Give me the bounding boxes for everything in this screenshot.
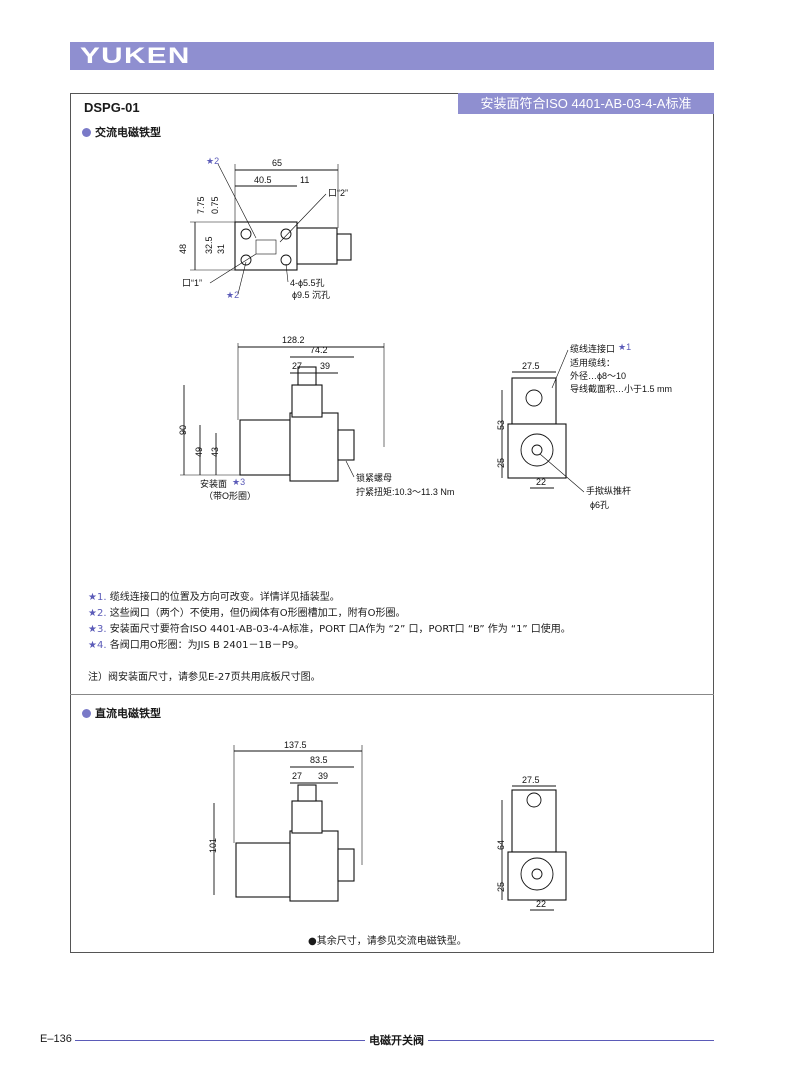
dim-74-2: 74.2 [310,345,328,355]
model-title: DSPG-01 [84,100,140,115]
dim-27-5: 27.5 [522,361,540,371]
dc-note: ●其余尺寸，请参见交流电磁铁型。 [308,936,467,947]
note-3-star: ★3. [88,624,107,635]
header-bar [70,42,714,70]
bullet-icon [82,708,91,718]
section-divider [70,694,714,695]
dim-128-2: 128.2 [282,335,305,345]
bullet-icon [82,127,91,137]
dim-48: 48 [178,244,188,254]
dim-27: 27 [292,361,302,371]
dim-65: 65 [272,158,282,168]
torque-label: 拧紧扭矩:10.3～11.3 Nm [356,486,454,497]
dim-32-5: 32.5 [204,236,214,254]
cable-spec3: 导线截面积…小于1.5 mm [570,383,672,394]
dc-dim-22: 22 [536,899,546,909]
dim-101: 101 [208,838,218,853]
dim-43: 43 [210,447,220,457]
dc-dim-25: 25 [496,882,506,892]
ac-end-drawing: 27.5 53 25 22 缆线连接口 ★1 适用缆线： 外径…ϕ8～10 导线… [496,342,672,510]
hole-label: 4-ϕ5.5孔 [290,278,325,288]
dim-49: 49 [194,447,204,457]
port1-label: 口“1” [182,278,202,288]
remark-text: 注）阀安装面尺寸，请参见E-27页共用底板尺寸图。 [88,672,321,683]
star2-bottom-label: ★2 [226,290,239,300]
dim-64: 64 [496,840,506,850]
ac-end-body [507,423,567,479]
dc-side-drawing: 137.5 83.5 27 39 101 [208,740,363,902]
cable-port-star: ★1 [618,342,631,352]
dim-39: 39 [320,361,330,371]
top-view-connector [296,227,338,265]
cable-port-label: 缆线连接口 [570,343,615,354]
section-ac-heading: 交流电磁铁型 [82,124,161,140]
ac-end-connector [511,377,557,425]
dim-40-5: 40.5 [254,175,272,185]
dc-end-connector [511,789,557,853]
dim-137-5: 137.5 [284,740,307,750]
dim-0-75: 0.75 [210,196,220,214]
nut-label: 锁紧螺母 [356,472,392,483]
note-2-text: 这些阀口（两个）不使用，但仍阀体有O形圈槽加工，附有O形圈。 [109,608,406,619]
star2-top-label: ★2 [206,156,219,166]
cable-spec1: 适用缆线： [570,357,615,368]
note-4: ★4. 各阀口用O形圈：为JIS B 2401－1B－P9。 [88,636,304,651]
port2-label: 口“2” [328,188,348,198]
note-1: ★1. 缆线连接口的位置及方向可改变。详情详见插装型。 [88,588,340,603]
ac-valve-body [289,412,339,482]
note-1-star: ★1. [88,592,107,603]
dim-11: 11 [300,175,309,185]
page-number: E–136 [40,1033,75,1045]
ac-connector-cap [297,366,317,386]
footer-title: 电磁开关阀 [365,1032,428,1048]
brand-logo: YUKEN [80,43,191,68]
dc-dim-39: 39 [318,771,328,781]
note-3-text: 安装面尺寸要符合ISO 4401-AB-03-4-A标准，PORT 口A作为 “… [109,624,571,635]
ac-nut [337,429,355,461]
content-frame [70,93,714,953]
standard-banner: 安装面符合ISO 4401-AB-03-4-A标准 [458,93,714,114]
note-3: ★3. 安装面尺寸要符合ISO 4401-AB-03-4-A标准，PORT 口A… [88,620,571,635]
dc-valve-body [289,830,339,902]
section-ac-label: 交流电磁铁型 [95,127,161,139]
top-view-body [234,221,298,271]
top-view-plug [336,233,352,261]
dc-nut [337,848,355,882]
note-1-text: 缆线连接口的位置及方向可改变。详情详见插装型。 [109,592,340,603]
ac-coil [239,419,291,476]
dc-connector [291,800,323,834]
note-4-star: ★4. [88,640,107,651]
dc-end-body [507,851,567,901]
top-view-drawing: 65 40.5 11 48 7.75 0.75 32.5 31 ★2 口“2” … [178,156,352,300]
dim-22: 22 [536,477,546,487]
oring-label: （带O形圈） [204,490,256,501]
dc-dim-27: 27 [292,771,302,781]
cable-spec2: 外径…ϕ8～10 [570,370,626,381]
dc-coil [235,842,291,898]
mount-face-label: 安装面 [200,478,227,489]
dim-90: 90 [178,425,188,435]
counterbore-label: ϕ9.5 沉孔 [292,290,330,300]
dc-connector-cap [297,784,317,802]
dim-7-75: 7.75 [196,196,206,214]
note-2: ★2. 这些阀口（两个）不使用，但仍阀体有O形圈槽加工，附有O形圈。 [88,604,405,619]
section-dc-heading: 直流电磁铁型 [82,705,161,721]
ac-side-drawing: 128.2 74.2 27 39 90 49 43 安装面 ★3 （带O形圈） … [178,335,454,501]
mount-star-label: ★3 [232,477,245,487]
manual-label: 手揿纵推杆 [586,485,631,496]
ac-connector [291,384,323,418]
dim-31: 31 [216,244,226,254]
note-4-text: 各阀口用O形圈：为JIS B 2401－1B－P9。 [109,640,305,651]
dc-end-drawing: 27.5 64 25 22 [496,775,567,911]
section-dc-label: 直流电磁铁型 [95,708,161,720]
dc-dim-27-5: 27.5 [522,775,540,785]
dim-25: 25 [496,458,506,468]
manual-hole-label: ϕ6孔 [590,500,609,510]
note-2-star: ★2. [88,608,107,619]
dim-83-5: 83.5 [310,755,328,765]
dim-53: 53 [496,420,506,430]
